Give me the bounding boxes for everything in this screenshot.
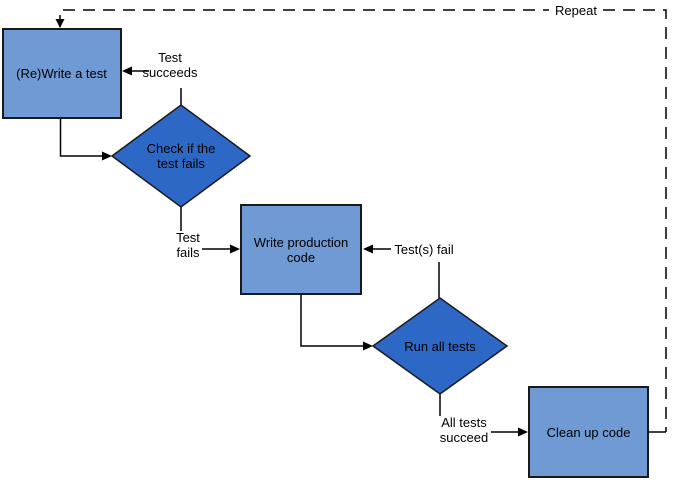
connector-write-test-to-check [59,118,103,157]
write-code-shape [240,204,362,295]
repeat-dashed-connector [59,9,667,432]
arrowhead-into-write-code-left [230,244,240,254]
cleanup-shape [528,386,649,478]
run-tests-shape [371,297,509,395]
arrowhead-into-write-test-top [55,19,65,28]
write-test-shape [2,28,122,119]
arrowhead-into-cleanup-left [518,427,528,437]
arrowhead-into-write-test-right [122,66,132,76]
check-fails-shape [110,104,252,208]
connector-write-code-to-run-tests [300,295,364,347]
arrowhead-into-run-tests-left [363,341,373,351]
arrowhead-into-check-left [102,151,112,161]
arrowhead-into-write-code-right [363,244,373,254]
